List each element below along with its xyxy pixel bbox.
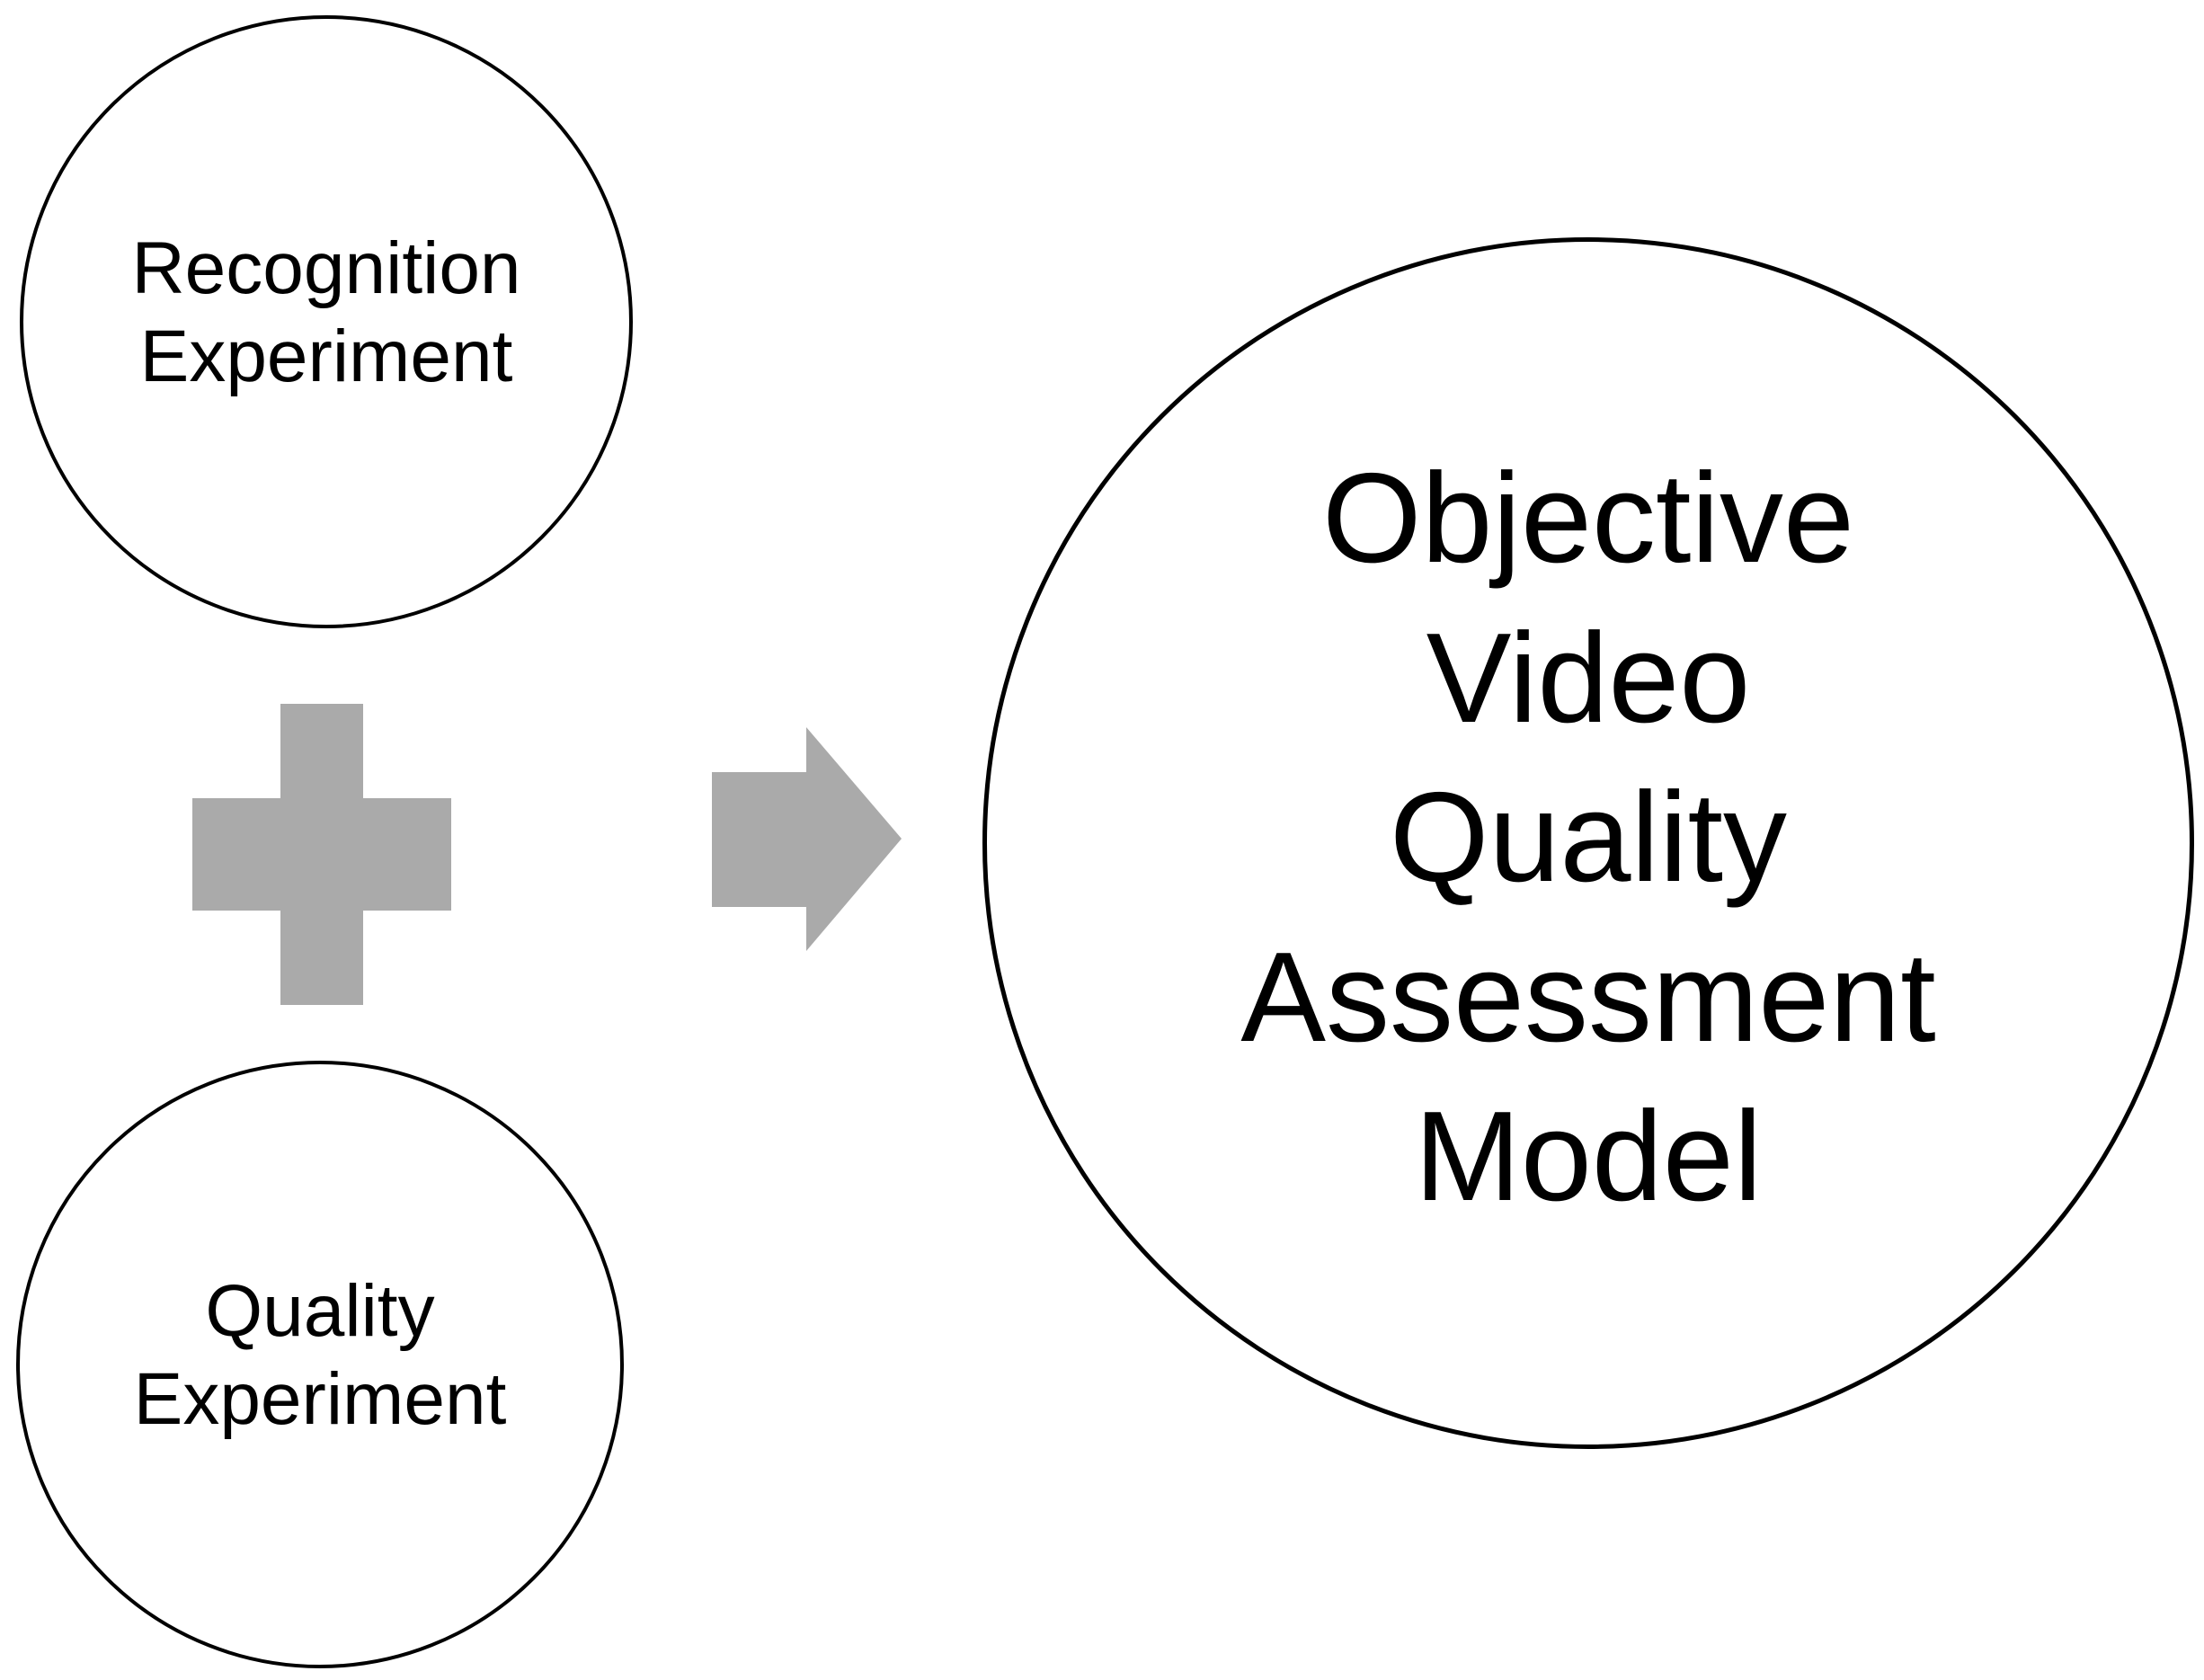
quality-circle-label: Quality Experiment [134, 1267, 507, 1444]
model-circle-label-line-2: Video [1426, 606, 1751, 750]
quality-experiment-circle: Quality Experiment [16, 1061, 624, 1668]
recognition-circle-label-line-2: Experiment [139, 316, 513, 397]
plus-icon [192, 704, 451, 1005]
quality-circle-label-line-1: Quality [205, 1269, 435, 1352]
recognition-circle-label: Recognition Experiment [131, 225, 520, 402]
recognition-circle-label-line-1: Recognition [131, 227, 521, 309]
model-circle-label: Objective Video Quality Assessment Model [1240, 439, 1935, 1237]
objective-model-circle: Objective Video Quality Assessment Model [982, 237, 2194, 1449]
recognition-experiment-circle: Recognition Experiment [20, 15, 633, 628]
model-circle-label-line-3: Quality [1390, 766, 1787, 910]
model-circle-label-line-1: Objective [1322, 447, 1854, 591]
quality-circle-label-line-2: Experiment [133, 1358, 507, 1440]
model-circle-label-line-5: Model [1414, 1085, 1763, 1229]
arrow-right-icon [712, 727, 902, 951]
model-circle-label-line-4: Assessment [1240, 925, 1936, 1069]
